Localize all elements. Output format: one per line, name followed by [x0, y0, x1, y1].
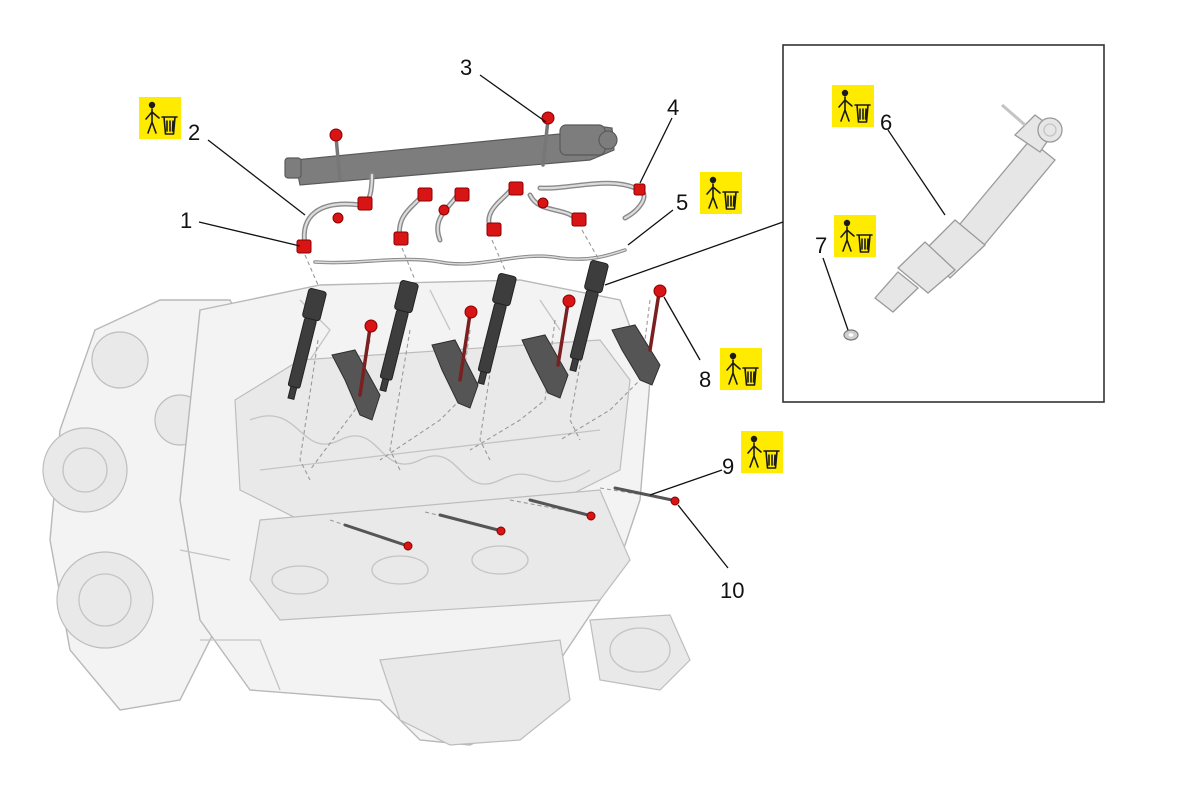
callout-labels: 1 2 3 4 5 6 7 8 9 10	[180, 55, 892, 603]
discard-part-icon	[138, 96, 182, 140]
glow-plugs	[343, 486, 680, 551]
callout-6: 6	[880, 110, 892, 135]
callout-7: 7	[815, 233, 827, 258]
inset-connector-line	[604, 221, 784, 286]
discard-part-icon	[833, 214, 877, 258]
disposal-icon-7	[833, 214, 877, 258]
callout-1: 1	[180, 208, 192, 233]
injectors	[287, 259, 609, 401]
disposal-icon-2	[138, 96, 182, 140]
callout-8: 8	[699, 367, 711, 392]
callout-10: 10	[720, 578, 744, 603]
engine-block	[42, 279, 691, 746]
callout-3: 3	[460, 55, 472, 80]
leader-lines	[198, 74, 946, 569]
pipe-nuts	[296, 181, 646, 254]
injector-clamps	[331, 284, 667, 421]
discard-part-icon	[740, 430, 784, 474]
discard-part-icon	[699, 171, 743, 215]
disposal-icon-6	[831, 84, 875, 128]
disposal-icon-9	[740, 430, 784, 474]
callout-4: 4	[667, 95, 679, 120]
callout-9: 9	[722, 454, 734, 479]
callout-5: 5	[676, 190, 688, 215]
discard-part-icon	[831, 84, 875, 128]
inset-injector	[874, 103, 1063, 313]
inset-washer	[843, 329, 859, 341]
fuel-pipes	[301, 172, 647, 266]
inset-detail-box	[782, 44, 1105, 403]
fuel-rail	[284, 124, 618, 186]
discard-part-icon	[719, 347, 763, 391]
disposal-icon-8	[719, 347, 763, 391]
disposal-icon-5	[699, 171, 743, 215]
callout-2: 2	[188, 120, 200, 145]
